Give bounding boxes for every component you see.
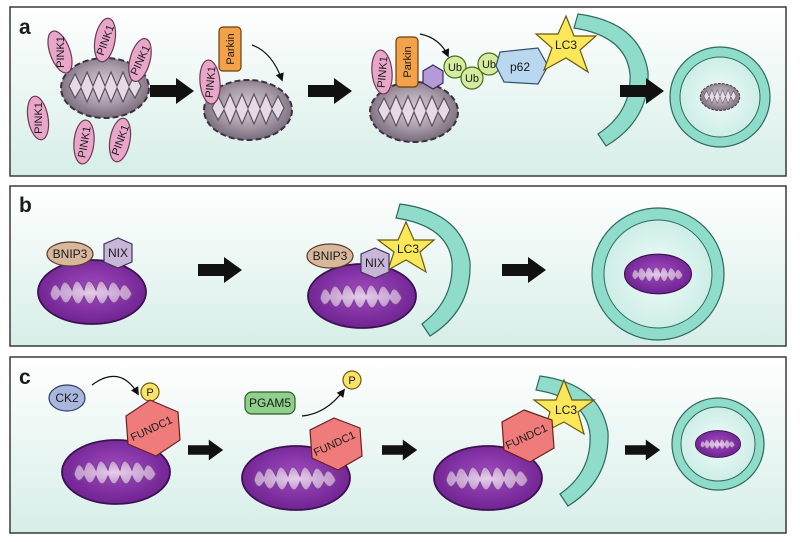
fundc1-protein: FUNDC1	[125, 399, 181, 457]
ub-label: Ub	[482, 59, 496, 71]
lc3-label: LC3	[397, 242, 419, 256]
lc3-protein: LC3	[376, 220, 436, 274]
phosphate: P	[140, 382, 160, 402]
parkin-label: Parkin	[402, 46, 414, 77]
panel-letter: b	[19, 194, 32, 217]
pgam5-protein: PGAM5	[244, 391, 296, 415]
pink1-protein: PINK1	[369, 48, 395, 96]
ubiquitination-arrow	[419, 33, 450, 58]
nix-label: NIX	[365, 256, 385, 270]
bnip3-label: BNIP3	[313, 249, 348, 263]
pink1-label: PINK1	[33, 102, 45, 134]
recruitment-arrow	[251, 44, 284, 82]
phosphorylation-arrow	[91, 375, 139, 396]
panel-b: b BNIP3 NIX BNIP3 LC3 NIX	[9, 185, 787, 347]
phosphate: P	[342, 370, 362, 390]
nix-protein: NIX	[360, 247, 390, 279]
ck2-protein: CK2	[48, 384, 86, 412]
healthy-mitochondrion	[307, 263, 417, 329]
healthy-mitochondrion	[37, 259, 147, 325]
ub-label: Ub	[465, 73, 479, 85]
p62-label: p62	[510, 60, 530, 74]
phagophore	[395, 203, 471, 337]
phosphate-label: P	[146, 387, 153, 399]
fundc1-protein: FUNDC1	[501, 409, 555, 463]
lc3-label: LC3	[555, 38, 577, 52]
pink1-label: PINK1	[76, 125, 93, 158]
bnip3-label: BNIP3	[53, 247, 88, 261]
bnip3-protein: BNIP3	[46, 241, 94, 267]
pink1-label: PINK1	[55, 36, 67, 68]
autophagosome	[591, 207, 725, 341]
phosphate-label: P	[348, 375, 355, 387]
panel-c: c CK2 P FUNDC1 PGAM5 P FUNDC1	[9, 356, 787, 534]
bnip3-protein: BNIP3	[306, 243, 354, 269]
pink1-label: PINK1	[204, 66, 219, 99]
ub-label: Ub	[448, 62, 462, 74]
nix-protein: NIX	[103, 237, 133, 269]
panel-letter: c	[19, 366, 31, 389]
pgam5-label: PGAM5	[249, 396, 291, 410]
parkin-protein: Parkin	[395, 36, 419, 88]
phagophore	[573, 13, 649, 147]
ck2-label: CK2	[55, 391, 79, 405]
lc3-label: LC3	[555, 403, 577, 417]
pink1-protein: PINK1	[197, 58, 223, 106]
autophagosome	[669, 46, 771, 148]
ub-chain: Ub Ub Ub	[443, 52, 501, 90]
phagophore	[535, 375, 609, 507]
panel-letter: a	[19, 16, 31, 39]
dephosphorylation-arrow	[301, 388, 346, 417]
autophagosome	[671, 397, 765, 491]
nix-label: NIX	[108, 246, 128, 260]
parkin-label: Parkin	[225, 33, 237, 64]
lc3-protein: LC3	[534, 14, 598, 74]
fundc1-protein: FUNDC1	[309, 417, 363, 471]
pink1-label: PINK1	[376, 56, 391, 89]
parkin-protein: Parkin	[218, 26, 242, 72]
pink1-cluster: PINK1 PINK1 PINK1 PINK1 PINK1 PINK1	[23, 15, 156, 166]
panel-a: a PINK1 PINK1 PINK1 PINK1 PINK1 PINK1 PI…	[9, 6, 787, 177]
p62-protein: p62	[495, 47, 549, 85]
substrate-hexagon	[422, 64, 444, 90]
